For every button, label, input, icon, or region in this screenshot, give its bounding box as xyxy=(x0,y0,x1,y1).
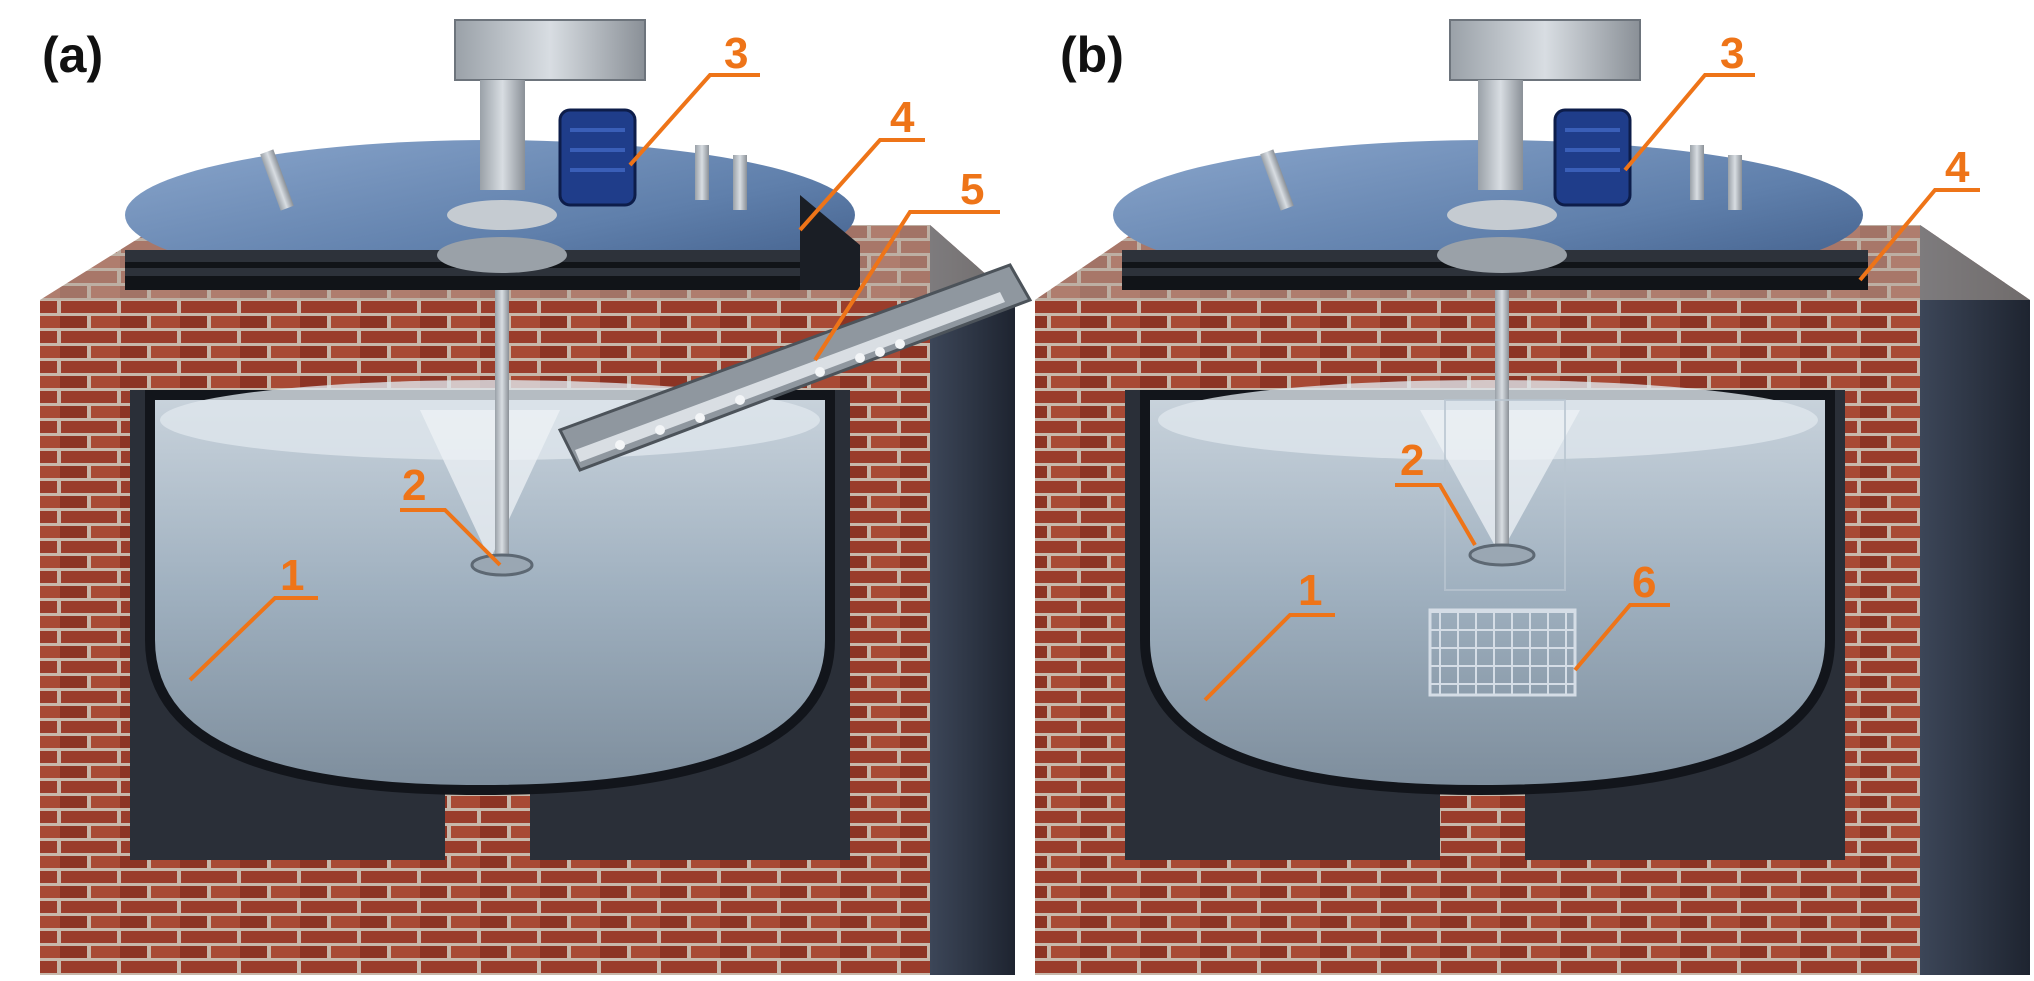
tank-vessel xyxy=(145,380,835,796)
svg-text:6: 6 xyxy=(1632,558,1656,607)
callout-b-1: 1 xyxy=(1203,566,1335,702)
svg-text:5: 5 xyxy=(960,165,984,214)
callout-b-2: 2 xyxy=(1395,436,1477,547)
impeller xyxy=(470,553,534,577)
callout-a-2: 2 xyxy=(400,461,502,567)
callout-a-1: 1 xyxy=(188,551,318,682)
svg-text:1: 1 xyxy=(280,551,304,600)
callout-b-3: 3 xyxy=(1623,29,1755,172)
panel-a-label: (a) xyxy=(42,27,103,83)
callout-b-6: 6 xyxy=(1573,558,1670,672)
impeller xyxy=(1468,543,1536,567)
callout-a-5: 5 xyxy=(813,165,1000,362)
svg-text:2: 2 xyxy=(1400,436,1424,485)
svg-text:4: 4 xyxy=(890,93,915,142)
svg-text:3: 3 xyxy=(1720,29,1744,78)
panel-a: (a) xyxy=(40,19,1033,975)
svg-text:3: 3 xyxy=(724,29,748,78)
tank-lid xyxy=(125,140,860,290)
callout-a-3: 3 xyxy=(628,29,760,167)
tank-vessel xyxy=(1140,380,1835,796)
tank-lid xyxy=(1113,140,1868,290)
callout-a-4: 4 xyxy=(798,93,925,232)
panel-b-label: (b) xyxy=(1060,27,1124,83)
svg-text:1: 1 xyxy=(1298,566,1322,615)
feed-chute xyxy=(557,263,1033,472)
callout-b-4: 4 xyxy=(1858,143,1980,282)
motor xyxy=(1449,19,1641,207)
panel-b: (b) xyxy=(1035,19,2030,975)
svg-text:2: 2 xyxy=(402,461,426,510)
motor xyxy=(454,19,646,207)
sample-basket xyxy=(1428,608,1577,697)
svg-text:4: 4 xyxy=(1945,143,1970,192)
